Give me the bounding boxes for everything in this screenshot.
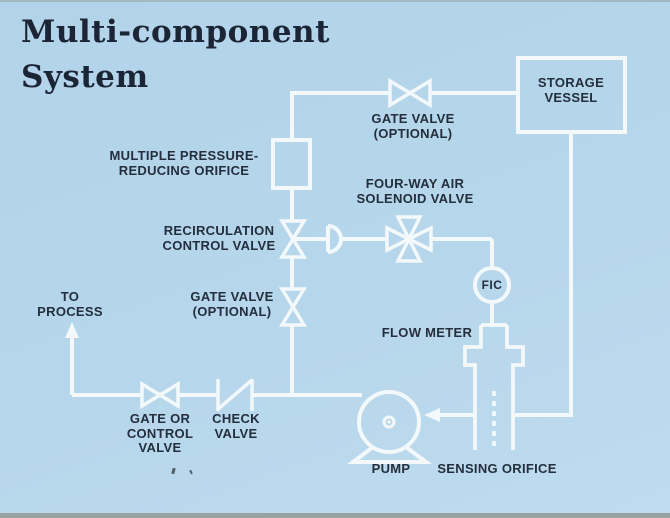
recirculation-control-valve-symbol bbox=[278, 219, 308, 259]
pump-base bbox=[347, 445, 432, 464]
label-gate-valve-top: GATE VALVE (OPTIONAL) bbox=[371, 111, 455, 141]
four-way-solenoid-valve-symbol bbox=[385, 215, 433, 263]
label-storage-vessel: STORAGE VESSEL bbox=[537, 75, 605, 105]
pipe-top-run bbox=[290, 91, 518, 140]
pump-symbol bbox=[347, 390, 432, 464]
gate-or-control-valve-symbol bbox=[140, 380, 180, 410]
label-flow-meter: FLOW METER bbox=[381, 325, 473, 340]
label-four-way-air-solenoid-valve: FOUR-WAY AIR SOLENOID VALVE bbox=[356, 176, 474, 206]
check-valve-symbol bbox=[216, 378, 254, 411]
pressure-reducing-orifice-box bbox=[271, 138, 312, 190]
solenoid-branch-pipe bbox=[295, 224, 494, 268]
label-pump: PUMP bbox=[371, 461, 411, 476]
label-fic: FIC bbox=[481, 278, 503, 292]
label-multiple-pressure-reducing-orifice: MULTIPLE PRESSURE- REDUCING ORIFICE bbox=[109, 148, 259, 178]
label-gate-or-control-valve: GATE OR CONTROL VALVE bbox=[126, 411, 194, 455]
label-check-valve: CHECK VALVE bbox=[212, 411, 260, 441]
pipe-vessel-down-run bbox=[515, 132, 573, 417]
flow-meter-sensing-orifice-body bbox=[463, 323, 525, 450]
gate-valve-top-symbol bbox=[388, 77, 432, 109]
label-sensing-orifice: SENSING ORIFICE bbox=[437, 461, 557, 476]
label-gate-valve-left: GATE VALVE (OPTIONAL) bbox=[190, 289, 274, 319]
label-to-process: TO PROCESS bbox=[37, 289, 103, 319]
orifice-to-pump-arrow bbox=[424, 408, 475, 422]
label-recirculation-control-valve: RECIRCULATION CONTROL VALVE bbox=[162, 223, 276, 253]
gate-valve-left-symbol bbox=[278, 287, 308, 327]
page-title: Multi-component System bbox=[21, 14, 330, 95]
to-process-arrow bbox=[65, 322, 79, 395]
